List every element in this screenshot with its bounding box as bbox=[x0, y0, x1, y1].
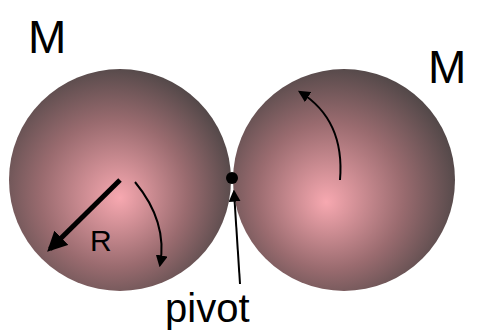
rotation-arrow bbox=[135, 182, 162, 265]
radius-label: R bbox=[90, 226, 112, 256]
pivot-label: pivot bbox=[165, 288, 250, 328]
pivot-dot bbox=[226, 172, 238, 184]
mass-label: M bbox=[428, 44, 466, 90]
left-sphere bbox=[9, 69, 231, 291]
leader-arrow bbox=[234, 192, 240, 284]
rotation-arrow bbox=[300, 92, 341, 180]
right-sphere bbox=[233, 69, 455, 291]
mass-label: M bbox=[28, 14, 66, 60]
